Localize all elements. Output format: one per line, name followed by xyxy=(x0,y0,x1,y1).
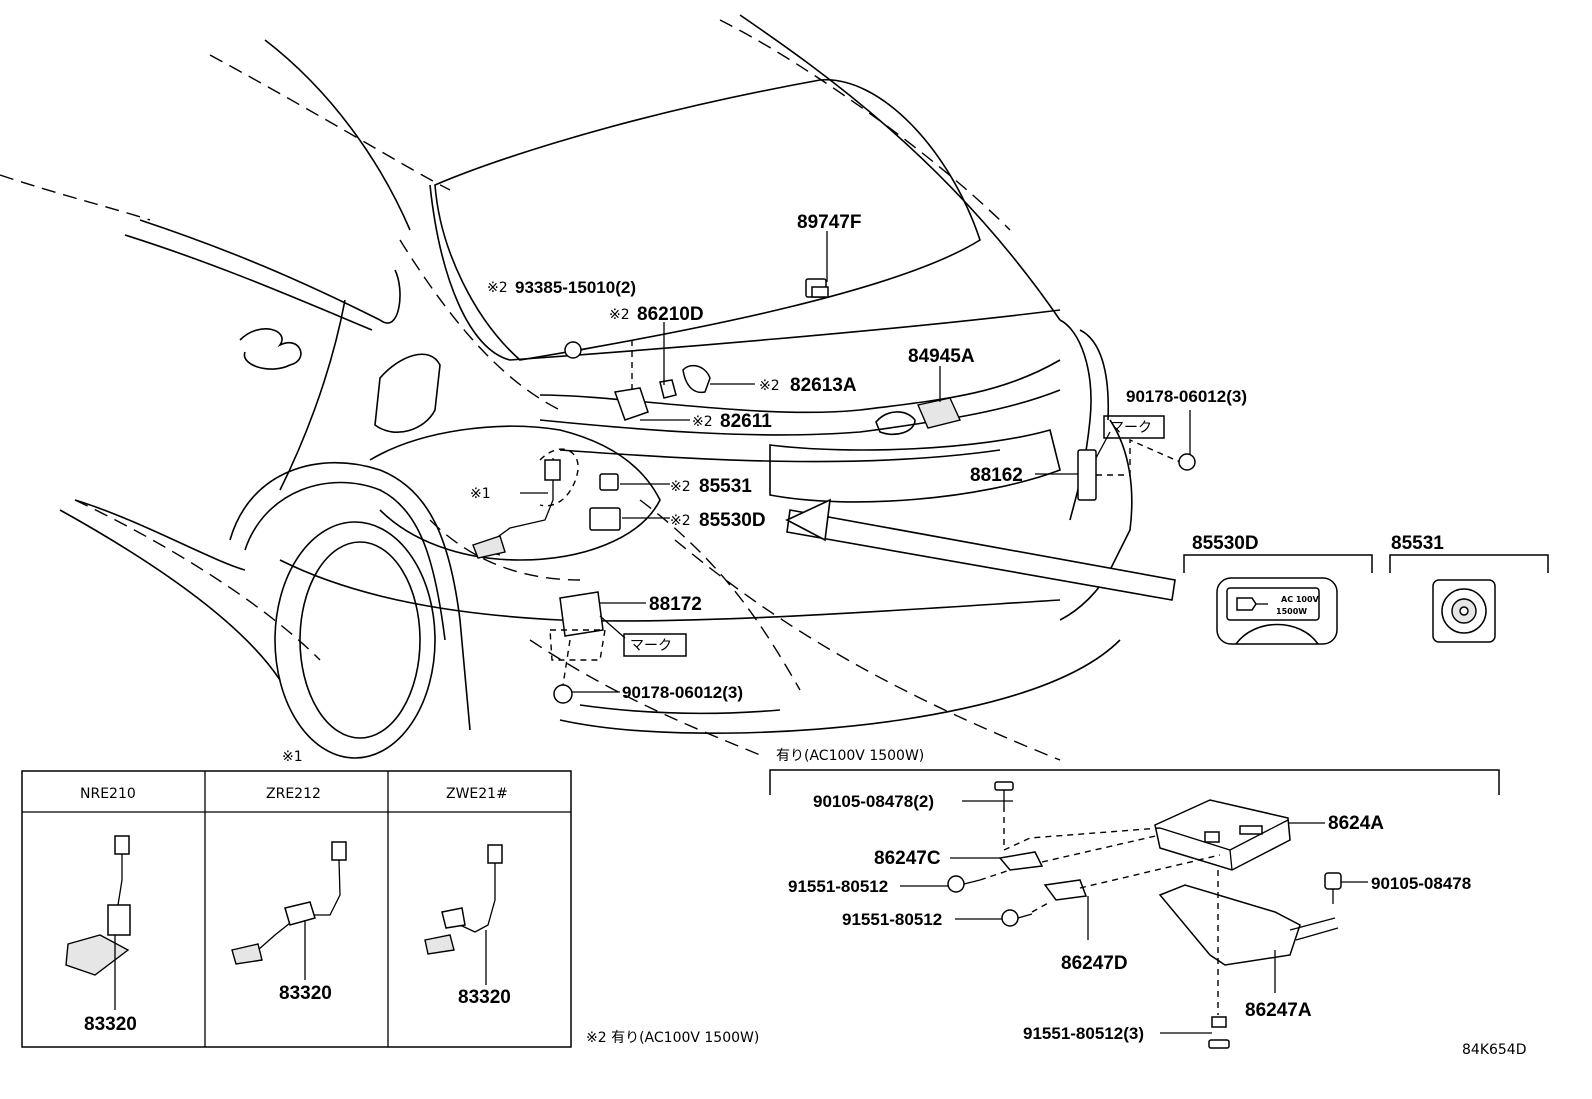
note2-marker-93385: ※2 xyxy=(487,280,508,296)
label-88162: 88162 xyxy=(970,465,1023,486)
inverter-group-header: 有り(AC100V 1500W) xyxy=(776,748,924,764)
part-85531-outlet xyxy=(599,473,619,491)
label-91551-80512-a: 91551-80512 xyxy=(788,877,888,896)
detail-85531: 85531 xyxy=(1389,533,1549,643)
label-89747F: 89747F xyxy=(797,212,861,233)
bolt-90105-a xyxy=(994,781,1014,806)
detail-85530D-title: 85530D xyxy=(1192,533,1259,554)
note2-marker-85531: ※2 xyxy=(670,479,691,495)
outlet-face-line1: AC 100V xyxy=(1281,595,1320,604)
note1-marker-harness: ※1 xyxy=(470,486,491,502)
bolt-91551-b xyxy=(1001,909,1033,927)
part-83320-harness xyxy=(472,458,561,559)
mark-label-right: マーク xyxy=(1110,420,1152,436)
mark-label-lower: マーク xyxy=(630,638,672,654)
label-8624A: 8624A xyxy=(1328,813,1384,834)
label-86247D: 86247D xyxy=(1061,953,1128,974)
bolt-91551-a xyxy=(947,875,981,893)
outlet-face-line2: 1500W xyxy=(1276,607,1307,616)
harness-ZWE21 xyxy=(424,844,503,985)
footnote-note2: ※2 有り(AC100V 1500W) xyxy=(586,1030,759,1046)
mark-box-right xyxy=(1103,415,1165,439)
label-91551-80512-3: 91551-80512(3) xyxy=(1023,1024,1144,1043)
label-90178-06012-lower: 90178-06012(3) xyxy=(622,683,743,702)
variant-part-ZWE21: 83320 xyxy=(458,987,511,1008)
label-90105-08478-2: 90105-08478(2) xyxy=(813,792,934,811)
variant-part-ZRE212: 83320 xyxy=(279,983,332,1004)
callout-leaders xyxy=(520,231,1111,693)
variant-table-marker: ※1 xyxy=(282,749,303,765)
diagram-code: 84K654D xyxy=(1462,1042,1527,1058)
variant-header-ZWE21: ZWE21# xyxy=(446,786,508,802)
vehicle-outline xyxy=(0,14,1176,761)
variant-part-NRE210: 83320 xyxy=(84,1014,137,1035)
part-85530D-outlet xyxy=(589,507,621,531)
label-91551-80512-b: 91551-80512 xyxy=(842,910,942,929)
variant-header-ZRE212: ZRE212 xyxy=(266,786,321,802)
label-85531: 85531 xyxy=(699,476,752,497)
label-82613A: 82613A xyxy=(790,375,857,396)
label-90178-06012-right: 90178-06012(3) xyxy=(1126,387,1247,406)
part-86210D-bracket xyxy=(659,379,677,399)
label-85530D: 85530D xyxy=(699,510,766,531)
part-82613A-clip xyxy=(682,364,711,394)
label-86247C: 86247C xyxy=(874,848,941,869)
variant-header-NRE210: NRE210 xyxy=(80,786,136,802)
label-82611: 82611 xyxy=(720,411,772,432)
part-90178-nut-right xyxy=(1178,410,1196,471)
part-93385-grommet xyxy=(564,341,601,359)
part-90178-nut-lower xyxy=(553,639,573,704)
bolt-91551-c xyxy=(1208,1016,1230,1049)
harness-ZRE212 xyxy=(231,841,347,980)
label-93385-15010: 93385-15010(2) xyxy=(515,278,636,297)
note2-marker-86210D: ※2 xyxy=(609,307,630,323)
part-82611-connector xyxy=(613,340,649,421)
inverter-group: 有り(AC100V 1500W) xyxy=(769,748,1500,1049)
label-88172: 88172 xyxy=(649,594,702,615)
bolt-90105-b xyxy=(1324,872,1342,904)
harness-NRE210 xyxy=(65,835,131,1010)
detail-85530D: 85530D AC 100V 1500W xyxy=(1183,533,1373,645)
label-86210D: 86210D xyxy=(637,304,704,325)
label-90105-08478: 90105-08478 xyxy=(1371,874,1471,893)
note2-marker-82613A: ※2 xyxy=(759,378,780,394)
part-84945A-lamp xyxy=(917,397,961,429)
part-88162-module xyxy=(1077,438,1181,501)
note2-marker-82611: ※2 xyxy=(692,414,713,430)
label-86247A: 86247A xyxy=(1245,1000,1312,1021)
detail-85531-title: 85531 xyxy=(1391,533,1444,554)
variant-table: ※1 NRE210 ZRE212 ZWE21# xyxy=(21,749,572,1048)
part-89747F-sensor xyxy=(805,278,829,298)
mark-box-lower xyxy=(623,633,687,657)
part-88172-module xyxy=(549,591,606,661)
note2-marker-85530D: ※2 xyxy=(670,513,691,529)
label-84945A: 84945A xyxy=(908,346,975,367)
